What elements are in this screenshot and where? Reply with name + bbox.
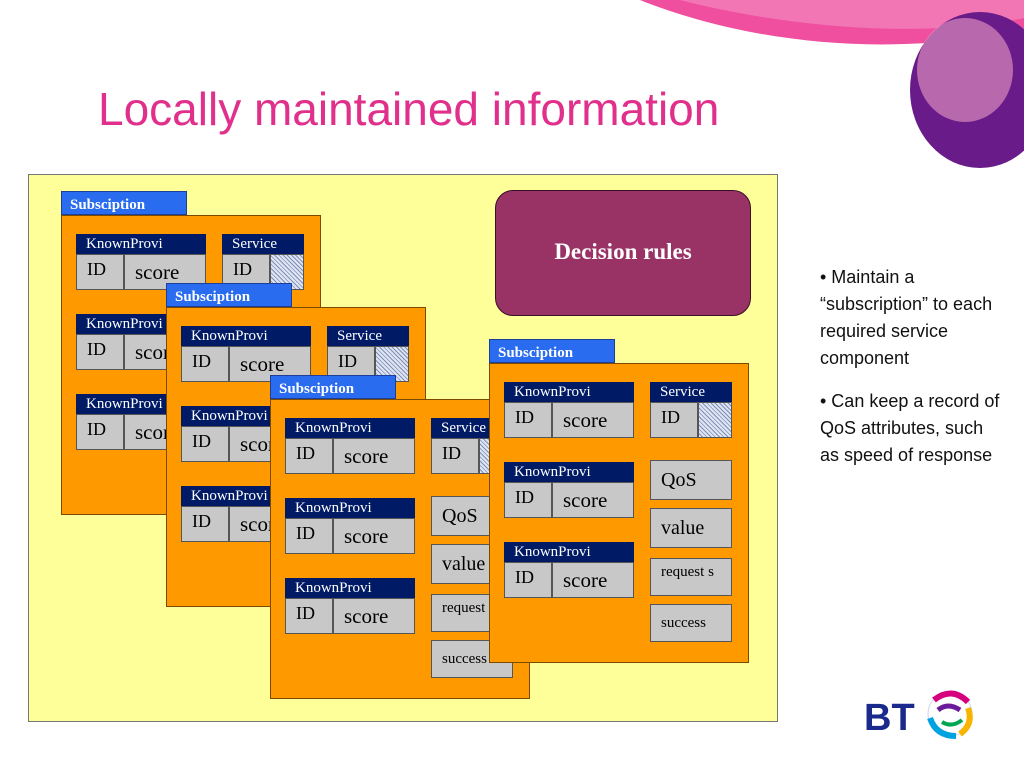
provider-id-cell: ID (285, 518, 333, 554)
provider-id-cell: ID (76, 254, 124, 290)
bt-logo: BT (864, 680, 984, 755)
provider-score-cell: score (333, 518, 415, 554)
known-provider-header: KnownProvi (285, 418, 415, 438)
known-provider-header: KnownProvi (285, 578, 415, 598)
diagram-canvas: Subsciption KnownProvi ID score KnownPro… (28, 174, 778, 722)
value-box: value (650, 508, 732, 548)
decision-rules-box: Decision rules (495, 190, 751, 316)
provider-score-cell: score (552, 482, 634, 518)
known-provider-record: KnownProvi ID score (504, 382, 634, 444)
provider-score-cell: score (333, 598, 415, 634)
provider-score-cell: score (552, 562, 634, 598)
page-title: Locally maintained information (98, 83, 720, 135)
bullet-item: • Maintain a “subscription” to each requ… (820, 267, 993, 368)
known-provider-header: KnownProvi (76, 234, 206, 254)
bullet-item: • Can keep a record of QoS attributes, s… (820, 391, 1000, 465)
subscription-body: KnownProvi ID score KnownProvi ID score … (489, 363, 749, 663)
bt-globe-icon: BT (864, 690, 973, 739)
known-provider-record: KnownProvi ID score (181, 326, 311, 388)
qos-attribute-box: QoS (650, 460, 732, 500)
provider-score-cell: score (552, 402, 634, 438)
provider-id-cell: ID (181, 506, 229, 542)
subscription-card: Subsciption KnownProvi ID score KnownPro… (489, 339, 749, 663)
provider-id-cell: ID (285, 598, 333, 634)
known-provider-record: KnownProvi ID score (285, 578, 415, 640)
service-header: Service (650, 382, 732, 402)
known-provider-record: KnownProvi ID score (76, 234, 206, 296)
corner-swoosh-graphic (640, 0, 1024, 168)
subscription-tab: Subsciption (166, 283, 292, 307)
known-provider-record: KnownProvi ID score (285, 498, 415, 560)
known-provider-header: KnownProvi (504, 462, 634, 482)
known-provider-record: KnownProvi ID score (504, 542, 634, 604)
service-record: Service ID (327, 326, 409, 386)
provider-id-cell: ID (76, 334, 124, 370)
bullet-list: • Maintain a “subscription” to each requ… (820, 264, 1000, 485)
service-id-cell: ID (650, 402, 698, 438)
subscription-tab: Subsciption (270, 375, 396, 399)
known-provider-header: KnownProvi (504, 382, 634, 402)
service-record: Service ID (650, 382, 732, 442)
known-provider-record: KnownProvi ID score (504, 462, 634, 524)
provider-score-cell: score (333, 438, 415, 474)
provider-id-cell: ID (181, 346, 229, 382)
service-hatch-cell (698, 402, 732, 438)
provider-id-cell: ID (76, 414, 124, 450)
service-id-cell: ID (431, 438, 479, 474)
provider-id-cell: ID (181, 426, 229, 462)
known-provider-record: KnownProvi ID score (285, 418, 415, 480)
success-box: success (650, 604, 732, 642)
decision-rules-label: Decision rules (554, 239, 692, 264)
service-header: Service (327, 326, 409, 346)
known-provider-header: KnownProvi (504, 542, 634, 562)
provider-id-cell: ID (504, 482, 552, 518)
provider-id-cell: ID (504, 562, 552, 598)
known-provider-header: KnownProvi (181, 326, 311, 346)
bt-logo-text: BT (864, 697, 915, 739)
subscription-card: Subsciption KnownProvi ID score KnownPro… (270, 375, 530, 699)
requests-box: request s (650, 558, 732, 596)
known-provider-header: KnownProvi (285, 498, 415, 518)
subscription-tab: Subsciption (489, 339, 615, 363)
service-header: Service (222, 234, 304, 254)
provider-id-cell: ID (285, 438, 333, 474)
provider-id-cell: ID (504, 402, 552, 438)
subscription-tab: Subsciption (61, 191, 187, 215)
